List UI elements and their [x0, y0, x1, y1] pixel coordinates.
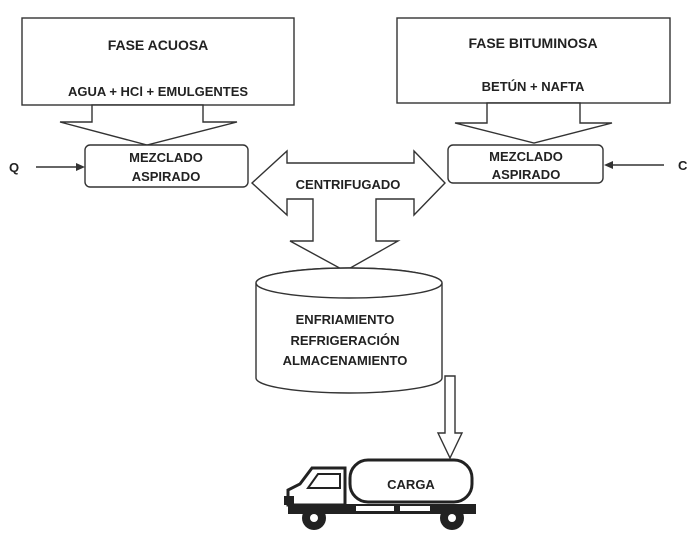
tanker-truck-icon: CARGA	[284, 458, 476, 530]
centrifuge-arrow: CENTRIFUGADO	[250, 149, 446, 272]
truck-label: CARGA	[387, 477, 435, 492]
storage-tank: ENFRIAMIENTO REFRIGERACIÓN ALMACENAMIENT…	[255, 267, 443, 394]
centrifuge-label: CENTRIFUGADO	[296, 177, 401, 192]
c-arrowhead	[604, 161, 613, 169]
right-mixer-box: MEZCLADO ASPIRADO	[447, 144, 604, 184]
right-mixer-line2: ASPIRADO	[492, 167, 561, 182]
aqueous-phase-box: FASE ACUOSA AGUA + HCl + EMULGENTES	[21, 17, 295, 106]
storage-line3: ALMACENAMIENTO	[283, 353, 408, 368]
left-mixer-box: MEZCLADO ASPIRADO	[84, 144, 249, 188]
q-arrowhead	[76, 163, 85, 171]
bituminous-phase-box: FASE BITUMINOSA BETÚN + NAFTA	[396, 17, 671, 104]
loading-down-arrow	[436, 375, 464, 460]
aqueous-phase-title: FASE ACUOSA	[108, 37, 209, 53]
left-mixer-line1: MEZCLADO	[129, 150, 203, 165]
bituminous-phase-title: FASE BITUMINOSA	[468, 35, 597, 51]
q-heat-input: Q	[9, 160, 85, 175]
aqueous-phase-contents: AGUA + HCl + EMULGENTES	[68, 84, 248, 99]
storage-line1: ENFRIAMIENTO	[296, 312, 395, 327]
c-heat-input: C	[604, 158, 688, 173]
aqueous-down-arrow	[59, 104, 238, 146]
bituminous-down-arrow	[454, 102, 613, 144]
storage-line2: REFRIGERACIÓN	[290, 333, 399, 348]
c-label: C	[678, 158, 688, 173]
q-label: Q	[9, 160, 19, 175]
right-mixer-line1: MEZCLADO	[489, 149, 563, 164]
left-mixer-line2: ASPIRADO	[132, 169, 201, 184]
bituminous-phase-contents: BETÚN + NAFTA	[482, 79, 585, 94]
